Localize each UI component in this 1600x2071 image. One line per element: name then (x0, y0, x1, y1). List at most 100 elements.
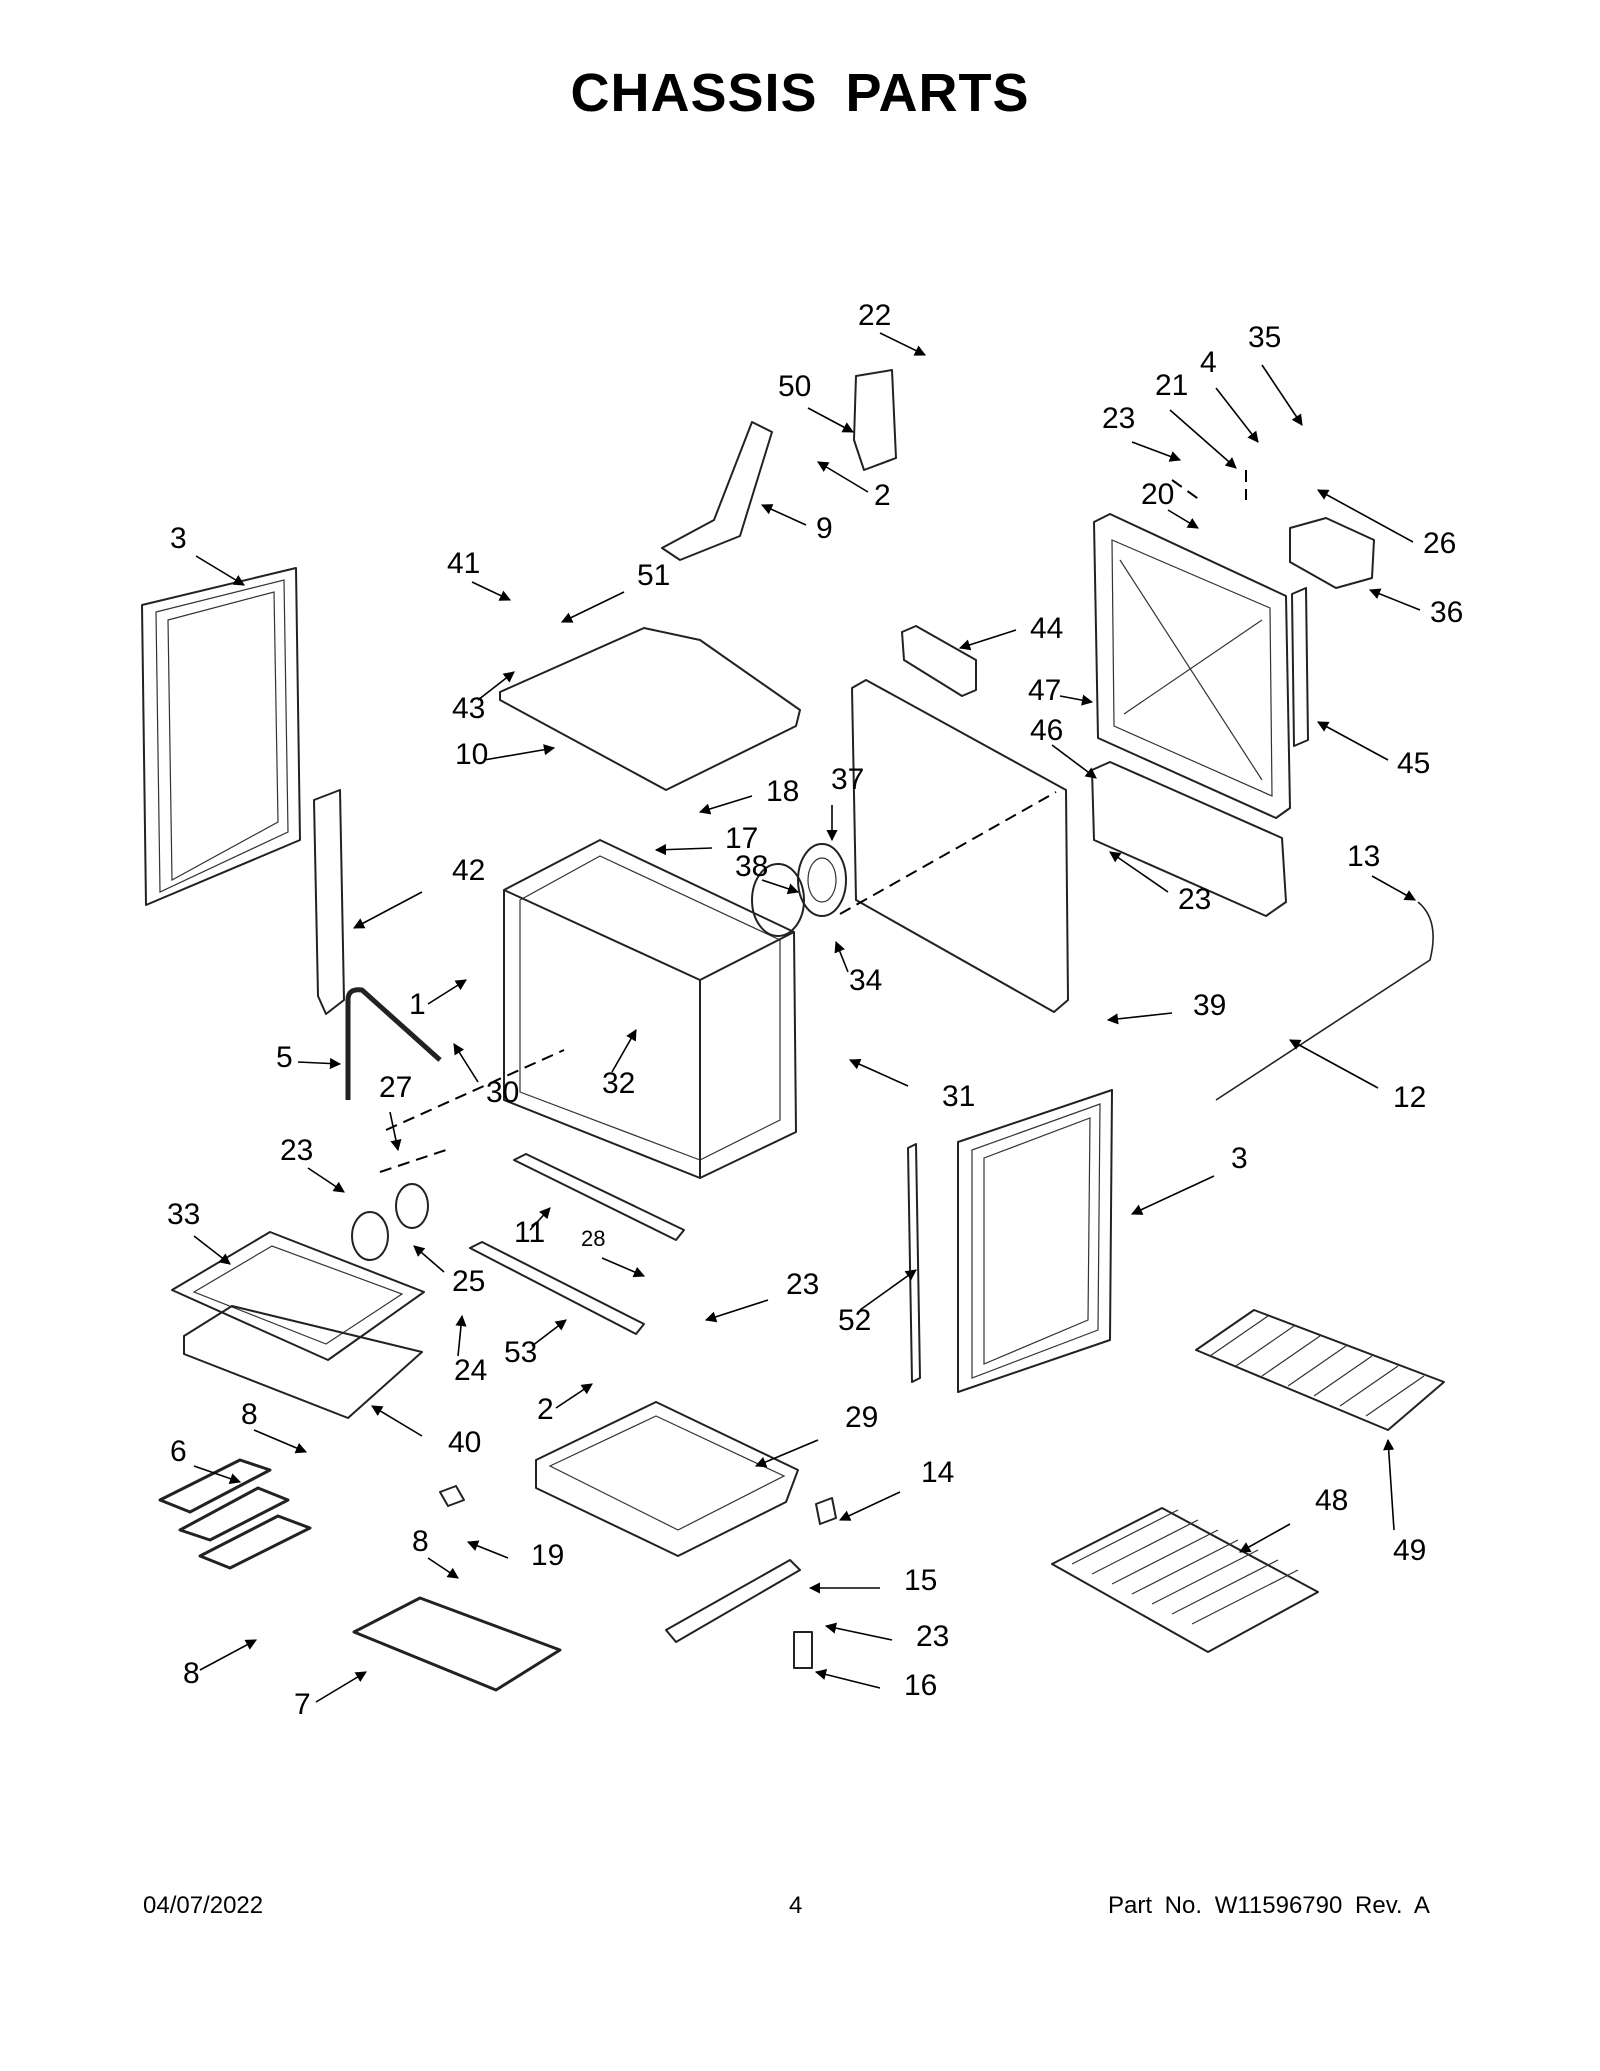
callout-c23a: 23 (1102, 402, 1182, 462)
callout-c18: 18 (698, 775, 799, 815)
callout-c21: 21 (1155, 369, 1237, 469)
callout-c9: 9 (760, 504, 833, 545)
oven-top-10-shape (499, 627, 801, 791)
callout-number: 34 (849, 964, 882, 997)
callout-c16: 16 (814, 1669, 937, 1702)
callout-number: 24 (454, 1354, 487, 1387)
callout-arrow (1169, 409, 1237, 469)
callout-arrow (1109, 851, 1169, 893)
callout-arrow (466, 1540, 509, 1559)
callout-c4: 4 (1200, 346, 1259, 443)
callout-c30: 30 (453, 1043, 519, 1109)
callout-c45: 45 (1317, 721, 1430, 780)
callout-arrow (471, 581, 512, 601)
callout-arrow (555, 1383, 593, 1409)
callout-arrow (199, 1639, 257, 1671)
callout-arrow (859, 1269, 917, 1311)
callout-arrow (1167, 509, 1199, 529)
clip-19-shape (439, 1485, 465, 1507)
callout-arrow (817, 461, 869, 493)
callout-c37: 37 (826, 763, 864, 842)
callout-c5: 5 (276, 1041, 342, 1074)
oven-cavity-shape (503, 839, 797, 1179)
callout-arrow (427, 979, 467, 1005)
callout-c23e: 23 (824, 1620, 949, 1653)
callout-arrow (193, 1235, 231, 1265)
plate-40-shape (183, 1305, 423, 1419)
callout-number: 2 (537, 1393, 554, 1426)
callout-c10: 10 (455, 738, 556, 771)
callout-arrow (531, 1319, 567, 1347)
callout-arrow (455, 1314, 467, 1357)
bracket-44-shape (901, 625, 977, 697)
callout-number: 49 (1393, 1534, 1426, 1567)
callout-arrow (560, 591, 625, 623)
callout-arrow (761, 879, 800, 895)
callout-number: 7 (294, 1688, 311, 1721)
callout-number: 25 (452, 1265, 485, 1298)
callout-c11: 11 (514, 1207, 551, 1249)
callout-number: 19 (531, 1539, 564, 1572)
callout-number: 35 (1248, 321, 1281, 354)
callout-number: 12 (1393, 1081, 1426, 1114)
callout-c22: 22 (858, 299, 927, 356)
callout-number: 5 (276, 1041, 293, 1074)
callout-arrow (834, 940, 849, 973)
part-illustrations (141, 369, 1445, 1692)
rack-49-shape (1195, 1309, 1445, 1431)
callout-number: 23 (916, 1620, 949, 1653)
callout-number: 52 (838, 1304, 871, 1337)
disc-38-shape (751, 863, 805, 937)
callout-number: 43 (452, 692, 485, 725)
callout-number: 53 (504, 1336, 537, 1369)
side-panel-right-shape (957, 1089, 1113, 1393)
callout-c20: 20 (1141, 478, 1199, 529)
callout-number: 40 (448, 1426, 481, 1459)
callout-arrow (754, 1439, 819, 1468)
element-6-shape (158, 1458, 312, 1570)
callout-arrow (760, 504, 807, 526)
callout-arrow (1130, 1175, 1215, 1215)
callout-arrow (879, 332, 927, 356)
callout-number: 46 (1030, 714, 1063, 747)
callout-arrow (1106, 1012, 1173, 1025)
callout-c19: 19 (466, 1539, 564, 1572)
callout-number: 1 (409, 988, 426, 1021)
rack-48-shape (1051, 1507, 1319, 1653)
callout-number: 8 (183, 1657, 200, 1690)
callout-arrow (611, 1029, 637, 1073)
callout-arrow (371, 1405, 423, 1437)
callout-arrow (1317, 489, 1414, 543)
callout-c13: 13 (1347, 840, 1416, 901)
callout-c14: 14 (838, 1456, 954, 1521)
callout-c28: 28 (581, 1226, 646, 1278)
callout-arrow (807, 407, 854, 433)
callout-arrow (307, 1167, 345, 1193)
callout-number: 30 (486, 1076, 519, 1109)
rail-53-shape (469, 1241, 645, 1335)
callout-c38: 38 (735, 850, 800, 895)
callout-c42: 42 (353, 854, 485, 929)
callout-c23d: 23 (704, 1268, 819, 1323)
callout-number: 3 (1231, 1142, 1248, 1175)
callout-number: 23 (786, 1268, 819, 1301)
tray-29-shape (535, 1401, 799, 1557)
callout-arrow (529, 1207, 551, 1231)
callout-c25: 25 (413, 1245, 485, 1298)
callout-number: 33 (167, 1198, 200, 1231)
callout-c8c: 8 (183, 1639, 257, 1690)
callout-c47: 47 (1028, 674, 1094, 707)
leveler-16-shape (793, 1631, 813, 1669)
callout-c29: 29 (754, 1401, 878, 1468)
callout-arrow (848, 1059, 909, 1087)
callout-c15: 15 (808, 1564, 937, 1597)
callout-arrow (389, 1111, 402, 1152)
callout-arrow (1383, 1438, 1395, 1531)
callout-c26: 26 (1317, 489, 1456, 560)
callout-c51: 51 (560, 559, 670, 623)
plate-36-shape (1289, 517, 1375, 589)
callout-arrow (698, 795, 753, 815)
callout-number: 4 (1200, 346, 1217, 379)
callout-c41: 41 (447, 547, 512, 601)
callout-arrow (297, 1057, 342, 1070)
